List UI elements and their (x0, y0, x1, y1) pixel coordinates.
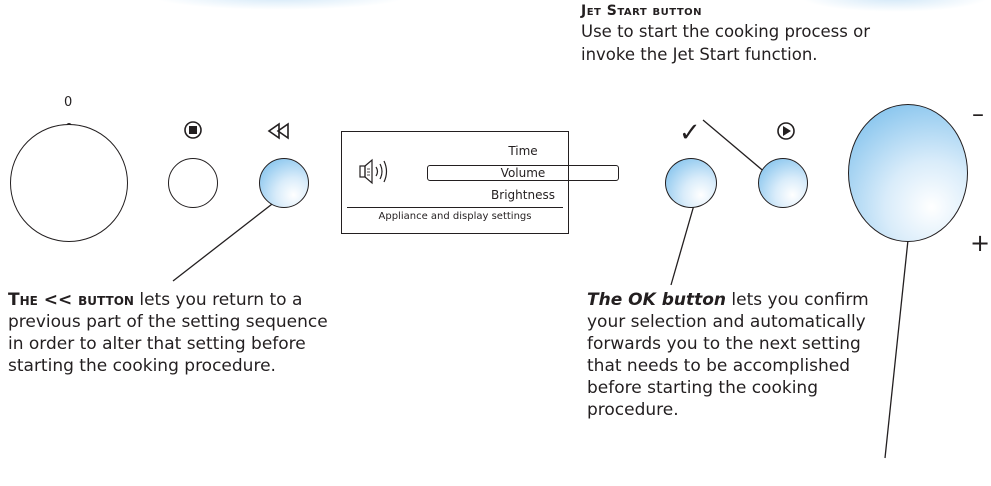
play-icon (777, 122, 795, 140)
jet-start-title: Jet Start button (581, 3, 703, 19)
back-button-text: lets you return to a previous part of th… (8, 290, 328, 376)
top-glow-right (800, 0, 990, 12)
top-glow-left (150, 0, 410, 10)
back-button-title: The << button (8, 290, 134, 310)
checkmark-icon: ✓ (679, 118, 701, 148)
jet-start-annotation: Jet Start button Use to start the cookin… (581, 2, 881, 66)
stop-button[interactable] (168, 158, 218, 208)
knob-zero-label: 0 (64, 95, 73, 110)
ok-button-title: The OK button (587, 290, 726, 310)
ok-button-text: lets you confirm your selection and auto… (587, 290, 869, 420)
adjust-dial[interactable] (848, 104, 968, 242)
back-button[interactable] (259, 158, 309, 208)
jet-start-text: Use to start the cooking process or invo… (581, 22, 870, 64)
leader-back-button (172, 200, 277, 282)
selector-knob[interactable] (10, 124, 128, 242)
stop-icon (184, 121, 202, 139)
display-divider (347, 207, 563, 208)
speaker-icon (359, 158, 388, 185)
menu-item-time: Time (508, 144, 538, 158)
jet-start-button[interactable] (758, 158, 808, 208)
ok-button[interactable] (665, 158, 717, 208)
menu-selection-box (427, 165, 619, 181)
plus-label: + (970, 229, 991, 257)
leader-ok-button (670, 204, 695, 286)
back-button-annotation: The << button lets you return to a previ… (8, 289, 348, 377)
minus-label: – (972, 100, 984, 128)
display-footer: Appliance and display settings (378, 211, 532, 222)
leader-dial (884, 239, 909, 459)
ok-button-annotation: The OK button lets you confirm your sele… (587, 289, 897, 421)
menu-item-brightness: Brightness (491, 188, 555, 202)
menu-item-volume: Volume (500, 166, 546, 180)
control-display: Time Volume Brightness Appliance and dis… (341, 131, 619, 234)
rewind-icon (267, 122, 289, 140)
